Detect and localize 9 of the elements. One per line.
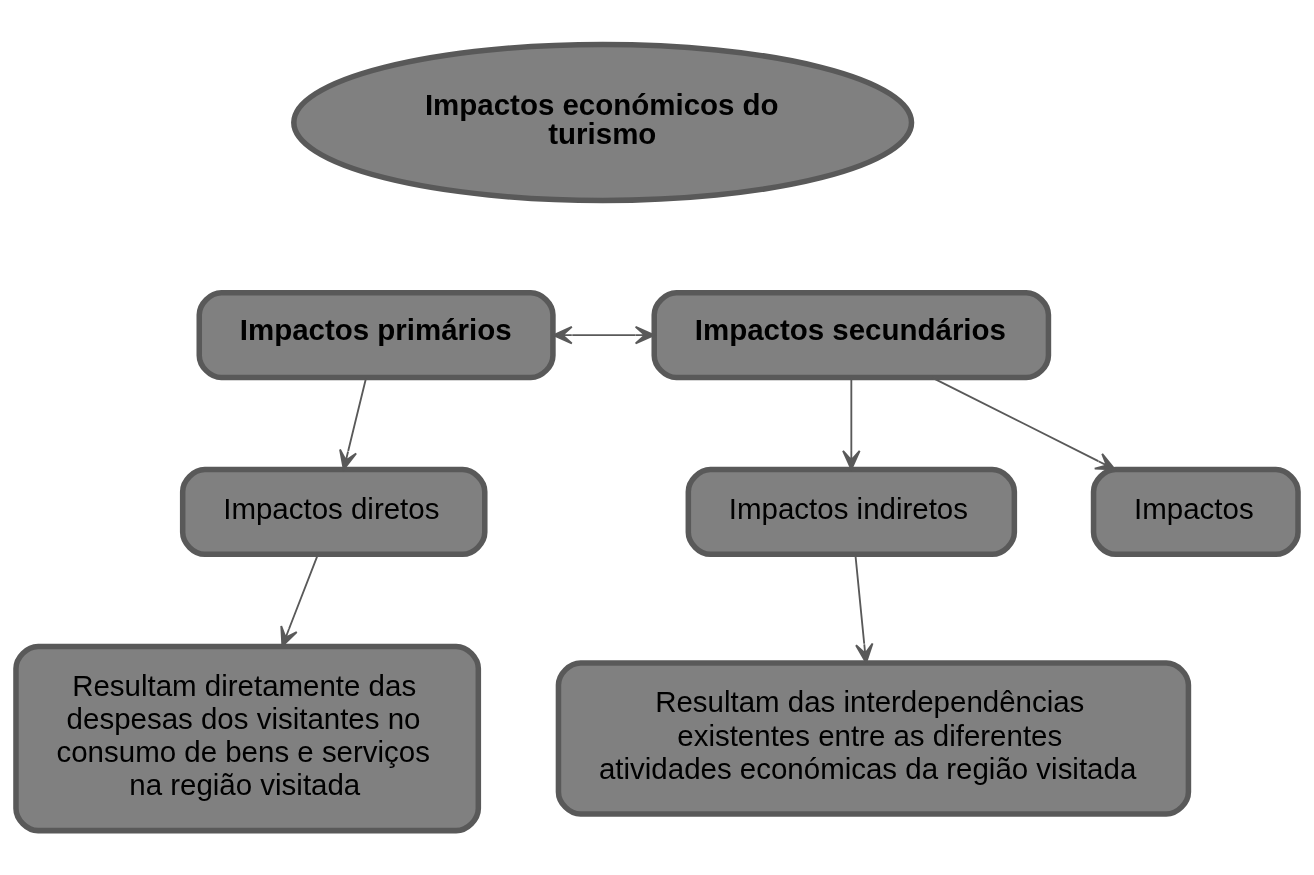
node-box: Impactos indiretos: [685, 466, 1018, 558]
node-box: Resultam das interdependências existentes entre as diferentes atividades económicas da região visitada: [555, 660, 1192, 817]
node-ellipse: Impactos económicos do turismo: [291, 41, 915, 204]
node-box: Impactos primários: [196, 290, 556, 381]
arrow: [552, 325, 655, 345]
node-box: Impactos secundários: [651, 290, 1052, 381]
node-box: Impactos: [1090, 466, 1301, 558]
node-box: Resultam diretamente das despesas dos visitantes no consumo de bens e serviços na região visitada: [13, 643, 482, 834]
node-box: Impactos diretos: [179, 466, 488, 558]
